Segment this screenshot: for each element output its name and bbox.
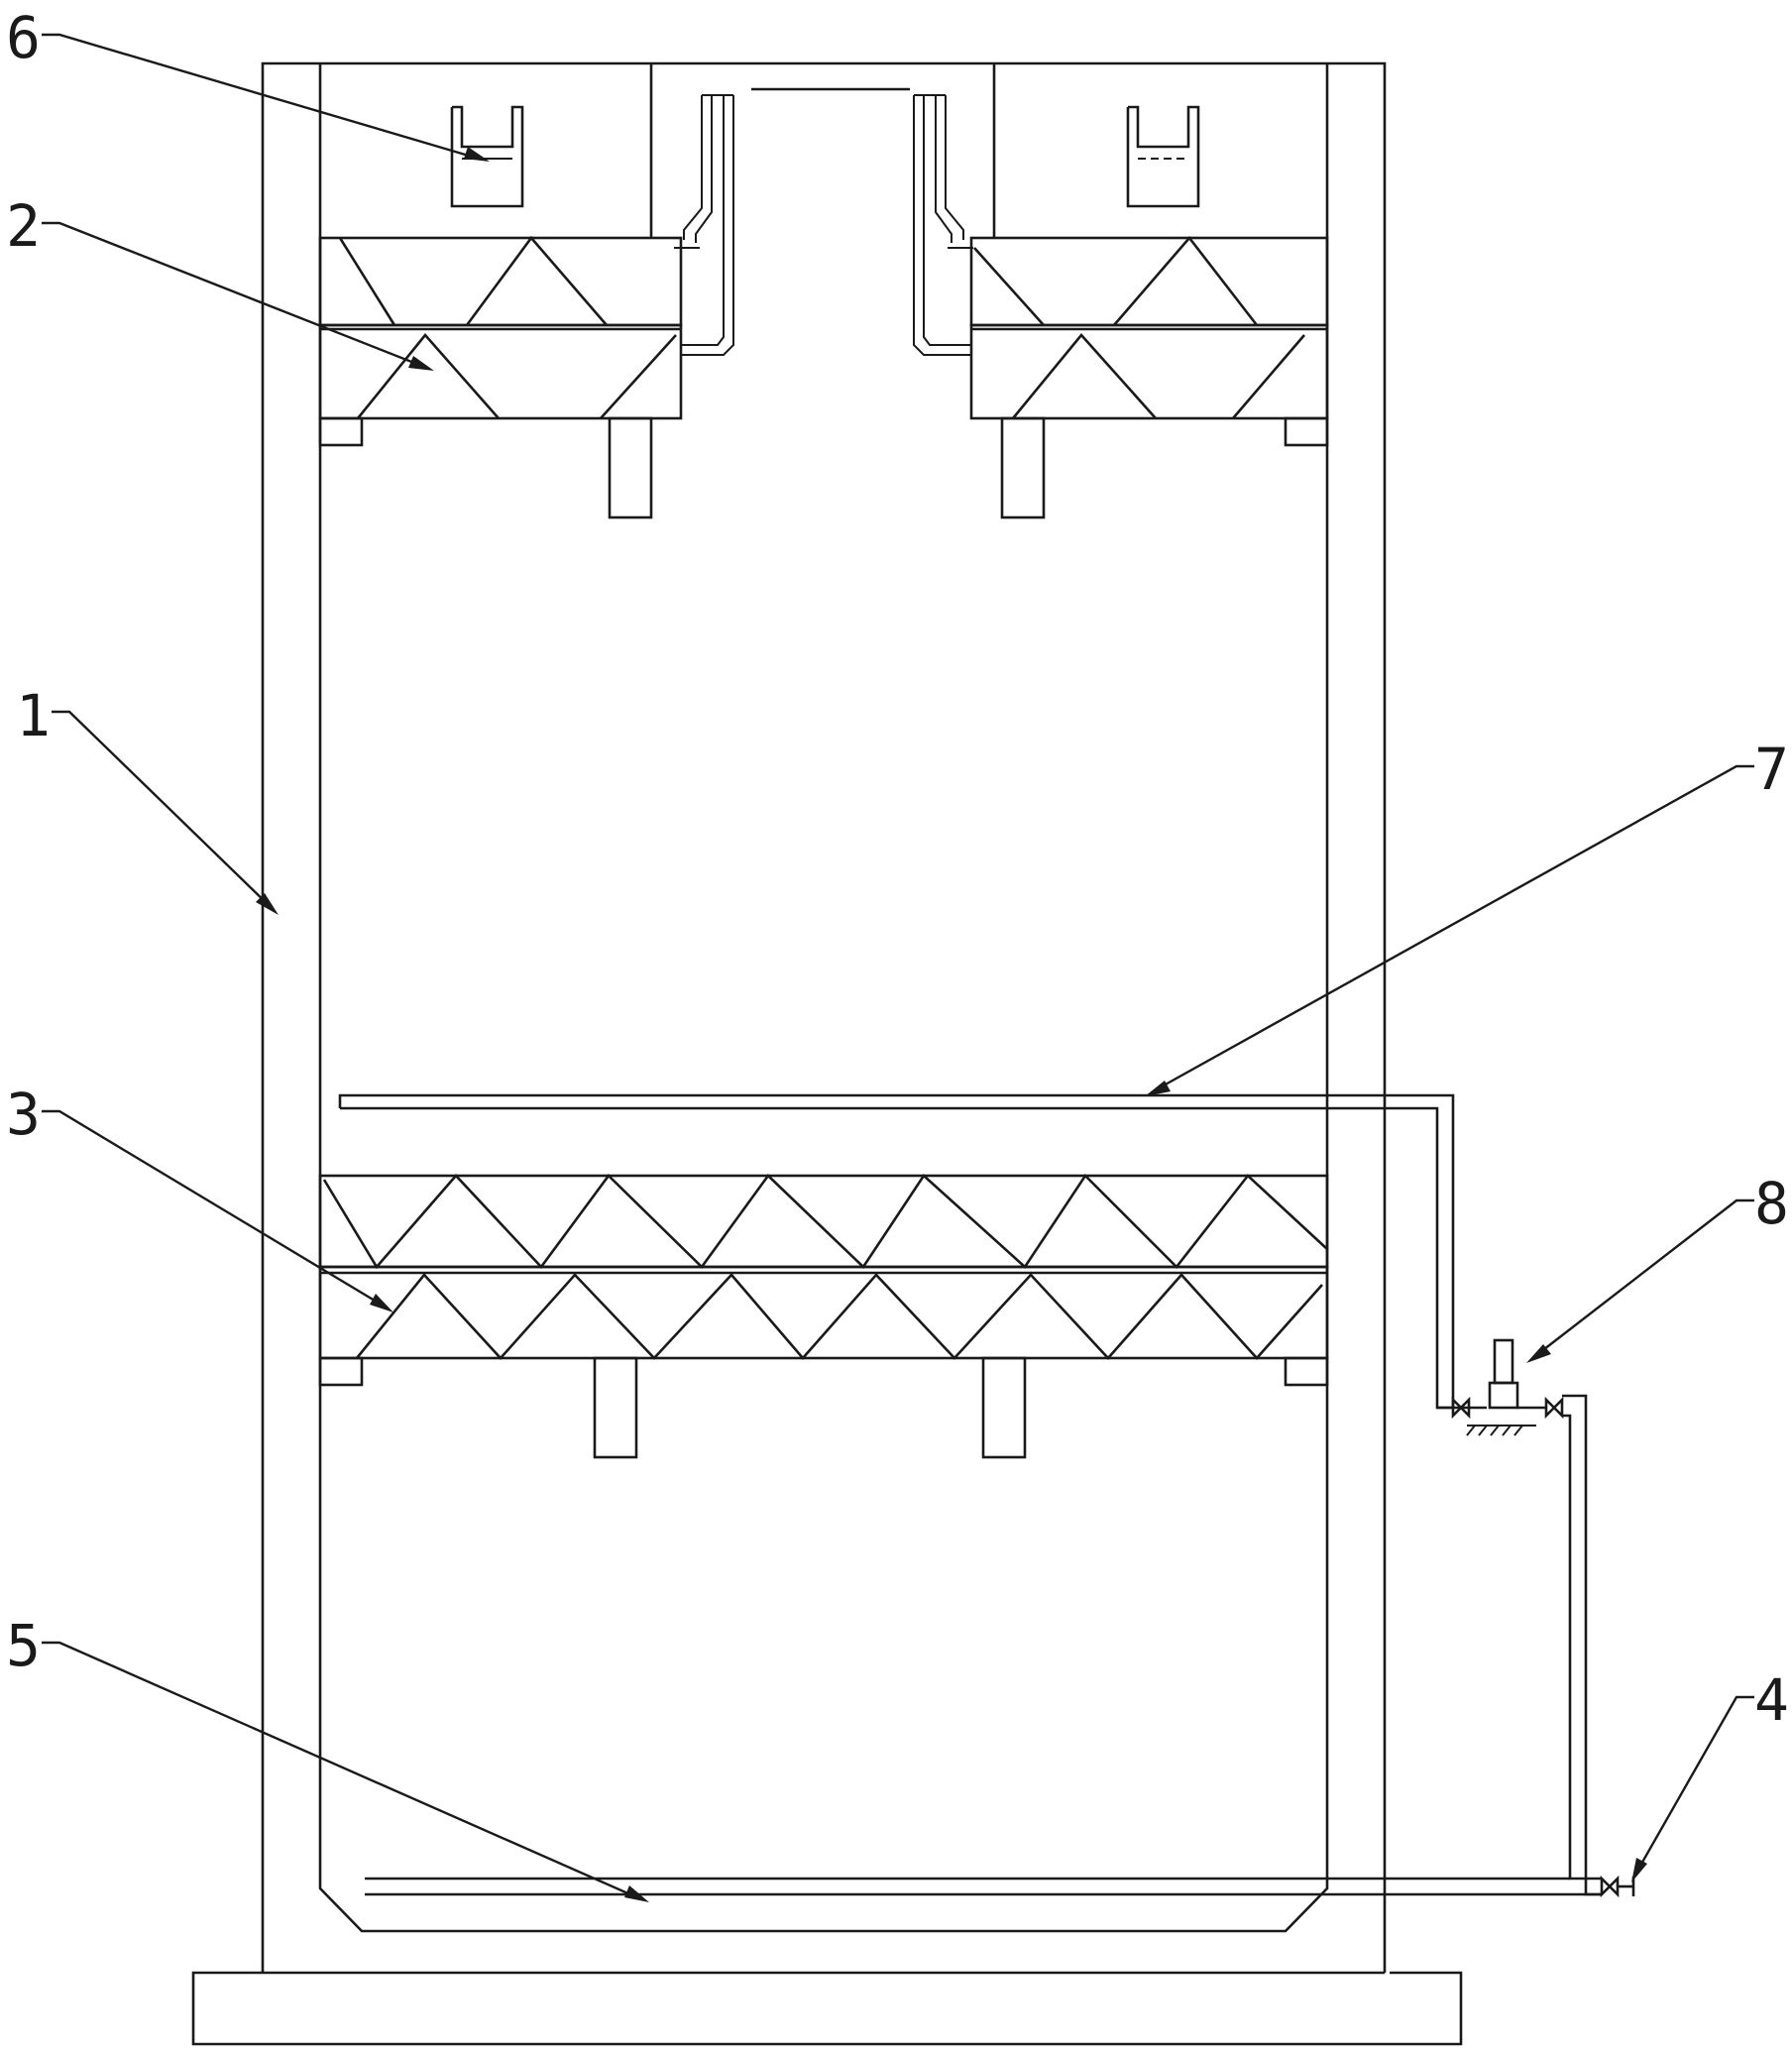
- lower-supports: [318, 1356, 1329, 1459]
- upper-filter-bed-right: [969, 235, 1329, 420]
- discharge-valve: [1600, 1875, 1635, 1898]
- outer-wall: [261, 61, 1387, 1975]
- leader-6: [42, 33, 490, 162]
- distribution-pipe-left: [674, 94, 734, 356]
- pump-assembly: [1437, 1338, 1546, 1436]
- pump-outlet-valve: [1544, 1394, 1602, 1896]
- upper-supports: [318, 416, 1329, 519]
- callout-1: 1: [16, 682, 51, 749]
- leader-1: [52, 710, 279, 915]
- leader-4: [1631, 1695, 1754, 1883]
- distribution-pipe-right: [913, 94, 973, 356]
- upper-filter-bed-left: [318, 235, 683, 420]
- leader-5: [42, 1641, 649, 1902]
- inner-tank: [318, 63, 1329, 1933]
- callout-4: 4: [1754, 1666, 1789, 1734]
- callout-8: 8: [1754, 1170, 1789, 1237]
- sludge-pipe: [365, 1877, 1602, 1896]
- pump-inlet-valve: [1451, 1396, 1471, 1420]
- foundation-base: [191, 1971, 1463, 2046]
- leader-8: [1526, 1198, 1754, 1363]
- leader-3: [42, 1109, 393, 1312]
- callout-3: 3: [6, 1081, 41, 1148]
- leader-2: [42, 221, 434, 371]
- leader-7: [1145, 764, 1754, 1096]
- top-compartments: [649, 63, 996, 238]
- lower-filter-bed: [318, 1173, 1329, 1360]
- callout-5: 5: [6, 1612, 41, 1679]
- overflow-weir-right: [1126, 105, 1200, 208]
- callout-6: 6: [6, 4, 41, 71]
- callout-7: 7: [1754, 736, 1789, 803]
- overflow-weir-left: [450, 105, 524, 208]
- callout-2: 2: [6, 192, 41, 260]
